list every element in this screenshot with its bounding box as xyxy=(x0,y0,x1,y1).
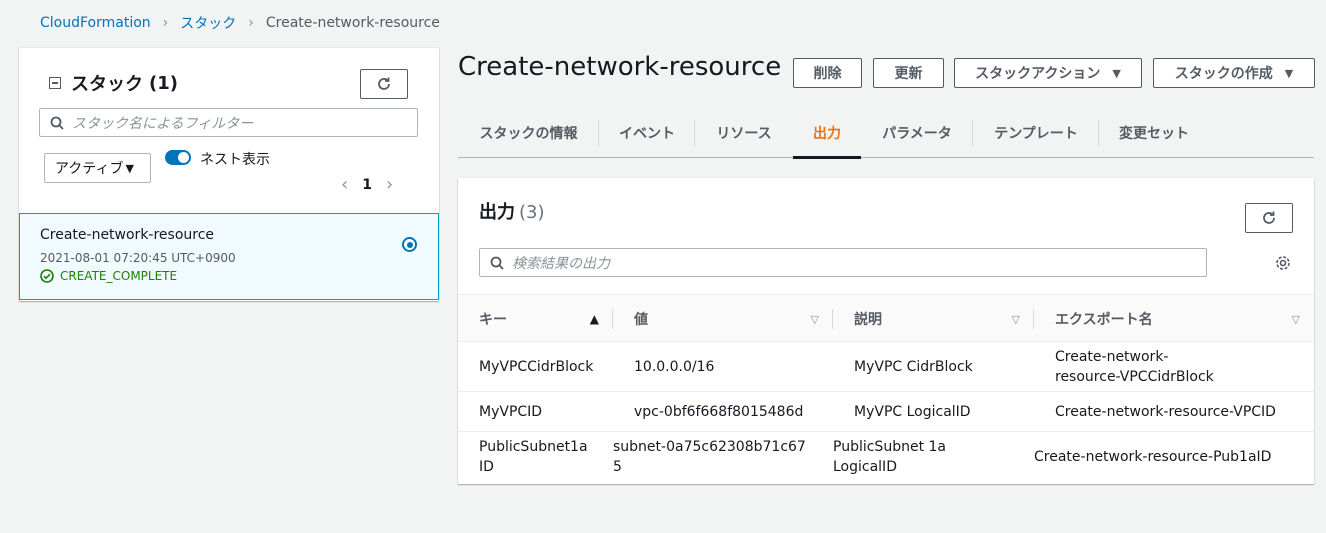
breadcrumb-cloudformation[interactable]: CloudFormation xyxy=(40,15,151,31)
stack-item-status: CREATE_COMPLETE xyxy=(40,269,177,283)
caret-down-icon: ▼ xyxy=(1284,66,1294,80)
outputs-table-header: キー ▲ 値 ▽ 説明 ▽ エクスポート名 ▽ xyxy=(458,294,1314,342)
page-title: Create-network-resource xyxy=(458,52,782,82)
cell-export-name: Create-network-resource-Pub1aID xyxy=(1034,449,1272,465)
cell-key: PublicSubnet1aID xyxy=(479,439,588,475)
refresh-outputs-button[interactable] xyxy=(1245,203,1293,233)
collapse-icon[interactable] xyxy=(49,77,61,89)
create-stack-label: スタックの作成 xyxy=(1174,66,1273,82)
outputs-title-text: 出力 xyxy=(479,202,515,223)
stack-filter-placeholder: スタック名によるフィルター xyxy=(72,115,254,132)
search-icon xyxy=(50,116,64,130)
cell-key: MyVPCCidrBlock xyxy=(479,358,594,375)
tab-stack-info[interactable]: スタックの情報 xyxy=(458,108,599,158)
stack-count: (1) xyxy=(149,72,178,94)
outputs-table: キー ▲ 値 ▽ 説明 ▽ エクスポート名 ▽ MyVPCCidrBlock 1… xyxy=(458,294,1314,482)
outputs-search-input[interactable]: 検索結果の出力 xyxy=(479,248,1207,277)
outputs-title: 出力(3) xyxy=(479,198,545,224)
nested-view-label: ネスト表示 xyxy=(200,152,270,168)
stack-select-radio[interactable] xyxy=(402,237,417,252)
stack-detail-tabs: スタックの情報 イベント リソース 出力 パラメータ テンプレート 変更セット xyxy=(458,108,1314,159)
page-number[interactable]: 1 xyxy=(362,176,372,193)
gear-icon[interactable] xyxy=(1274,254,1292,272)
breadcrumb-stacks[interactable]: スタック xyxy=(180,16,237,32)
outputs-count: (3) xyxy=(519,202,545,223)
caret-down-icon: ▼ xyxy=(125,161,134,175)
table-row: PublicSubnet1aID subnet-0a75c62308b71c67… xyxy=(458,432,1314,482)
tab-events[interactable]: イベント xyxy=(599,108,695,158)
tab-resources[interactable]: リソース xyxy=(716,126,772,142)
stack-actions-button[interactable]: スタックアクション ▼ xyxy=(954,58,1142,88)
stack-list-item[interactable]: Create-network-resource 2021-08-01 07:20… xyxy=(19,213,439,300)
outputs-panel: 出力(3) 検索結果の出力 キー ▲ 値 ▽ 説明 xyxy=(458,178,1314,484)
cell-description: PublicSubnet 1a LogicalID xyxy=(833,439,946,475)
cell-export-name: Create-network-resource-VPCID xyxy=(1055,403,1276,420)
sort-icon: ▽ xyxy=(1291,312,1300,326)
search-icon xyxy=(490,256,504,270)
chevron-right-icon[interactable]: › xyxy=(385,174,394,195)
column-value[interactable]: 値 ▽ xyxy=(613,295,833,343)
stack-list-title: スタック xyxy=(71,74,143,95)
create-stack-button[interactable]: スタックの作成 ▼ xyxy=(1153,58,1315,88)
cell-description: MyVPC LogicalID xyxy=(854,403,971,420)
caret-down-icon: ▼ xyxy=(1112,66,1121,80)
cell-key: MyVPCID xyxy=(479,403,543,420)
table-row: MyVPCID vpc-0bf6f668f8015486d MyVPC Logi… xyxy=(458,392,1314,432)
update-button[interactable]: 更新 xyxy=(873,58,944,88)
breadcrumb-current: Create-network-resource xyxy=(265,15,440,31)
tab-outputs[interactable]: 出力 xyxy=(793,108,861,159)
cell-description: MyVPC CidrBlock xyxy=(854,358,973,375)
status-filter-select[interactable]: アクティブ ▼ xyxy=(44,153,151,183)
refresh-stacks-button[interactable] xyxy=(360,69,408,99)
breadcrumb: CloudFormation › スタック › Create-network-r… xyxy=(40,14,440,32)
chevron-right-icon: › xyxy=(248,15,254,31)
stack-filter-input[interactable]: スタック名によるフィルター xyxy=(39,108,418,137)
sort-icon: ▽ xyxy=(810,312,819,326)
stack-item-time: 2021-08-01 07:20:45 UTC+0900 xyxy=(40,251,236,265)
column-export-name[interactable]: エクスポート名 ▽ xyxy=(1034,295,1314,343)
stack-actions-label: スタックアクション xyxy=(975,66,1101,82)
column-export-label: エクスポート名 xyxy=(1055,312,1153,328)
sort-ascending-icon: ▲ xyxy=(589,312,599,326)
refresh-icon xyxy=(378,77,390,90)
check-circle-icon xyxy=(40,269,54,283)
outputs-search-placeholder: 検索結果の出力 xyxy=(512,255,610,272)
chevron-right-icon: › xyxy=(162,15,169,31)
column-description[interactable]: 説明 ▽ xyxy=(833,295,1034,343)
delete-button[interactable]: 削除 xyxy=(793,58,862,88)
cell-value: 10.0.0.0/16 xyxy=(634,358,715,375)
stack-status-text: CREATE_COMPLETE xyxy=(60,269,178,283)
table-row: MyVPCCidrBlock 10.0.0.0/16 MyVPC CidrBlo… xyxy=(458,342,1314,392)
stack-item-name[interactable]: Create-network-resource xyxy=(40,227,215,243)
pagination: ‹ 1 › xyxy=(341,174,393,195)
cell-export-name: Create-network-resource-VPCCidrBlock xyxy=(1055,348,1214,385)
column-key-label: キー xyxy=(479,312,507,328)
sort-icon: ▽ xyxy=(1011,312,1020,326)
cell-value: vpc-0bf6f668f8015486d xyxy=(634,403,804,420)
column-value-label: 値 xyxy=(634,312,648,328)
tab-change-sets[interactable]: 変更セット xyxy=(1119,126,1189,142)
stack-list-header: スタック (1) xyxy=(49,70,178,96)
cell-value: subnet-0a75c62308b71c675 xyxy=(613,439,806,475)
status-filter-value: アクティブ xyxy=(55,161,124,177)
chevron-left-icon[interactable]: ‹ xyxy=(341,174,349,195)
refresh-icon xyxy=(1263,211,1275,224)
tab-template[interactable]: テンプレート xyxy=(973,108,1099,158)
column-description-label: 説明 xyxy=(854,312,882,328)
tab-parameters[interactable]: パラメータ xyxy=(861,108,973,158)
nested-view-toggle[interactable] xyxy=(165,150,191,165)
column-key[interactable]: キー ▲ xyxy=(458,295,613,343)
